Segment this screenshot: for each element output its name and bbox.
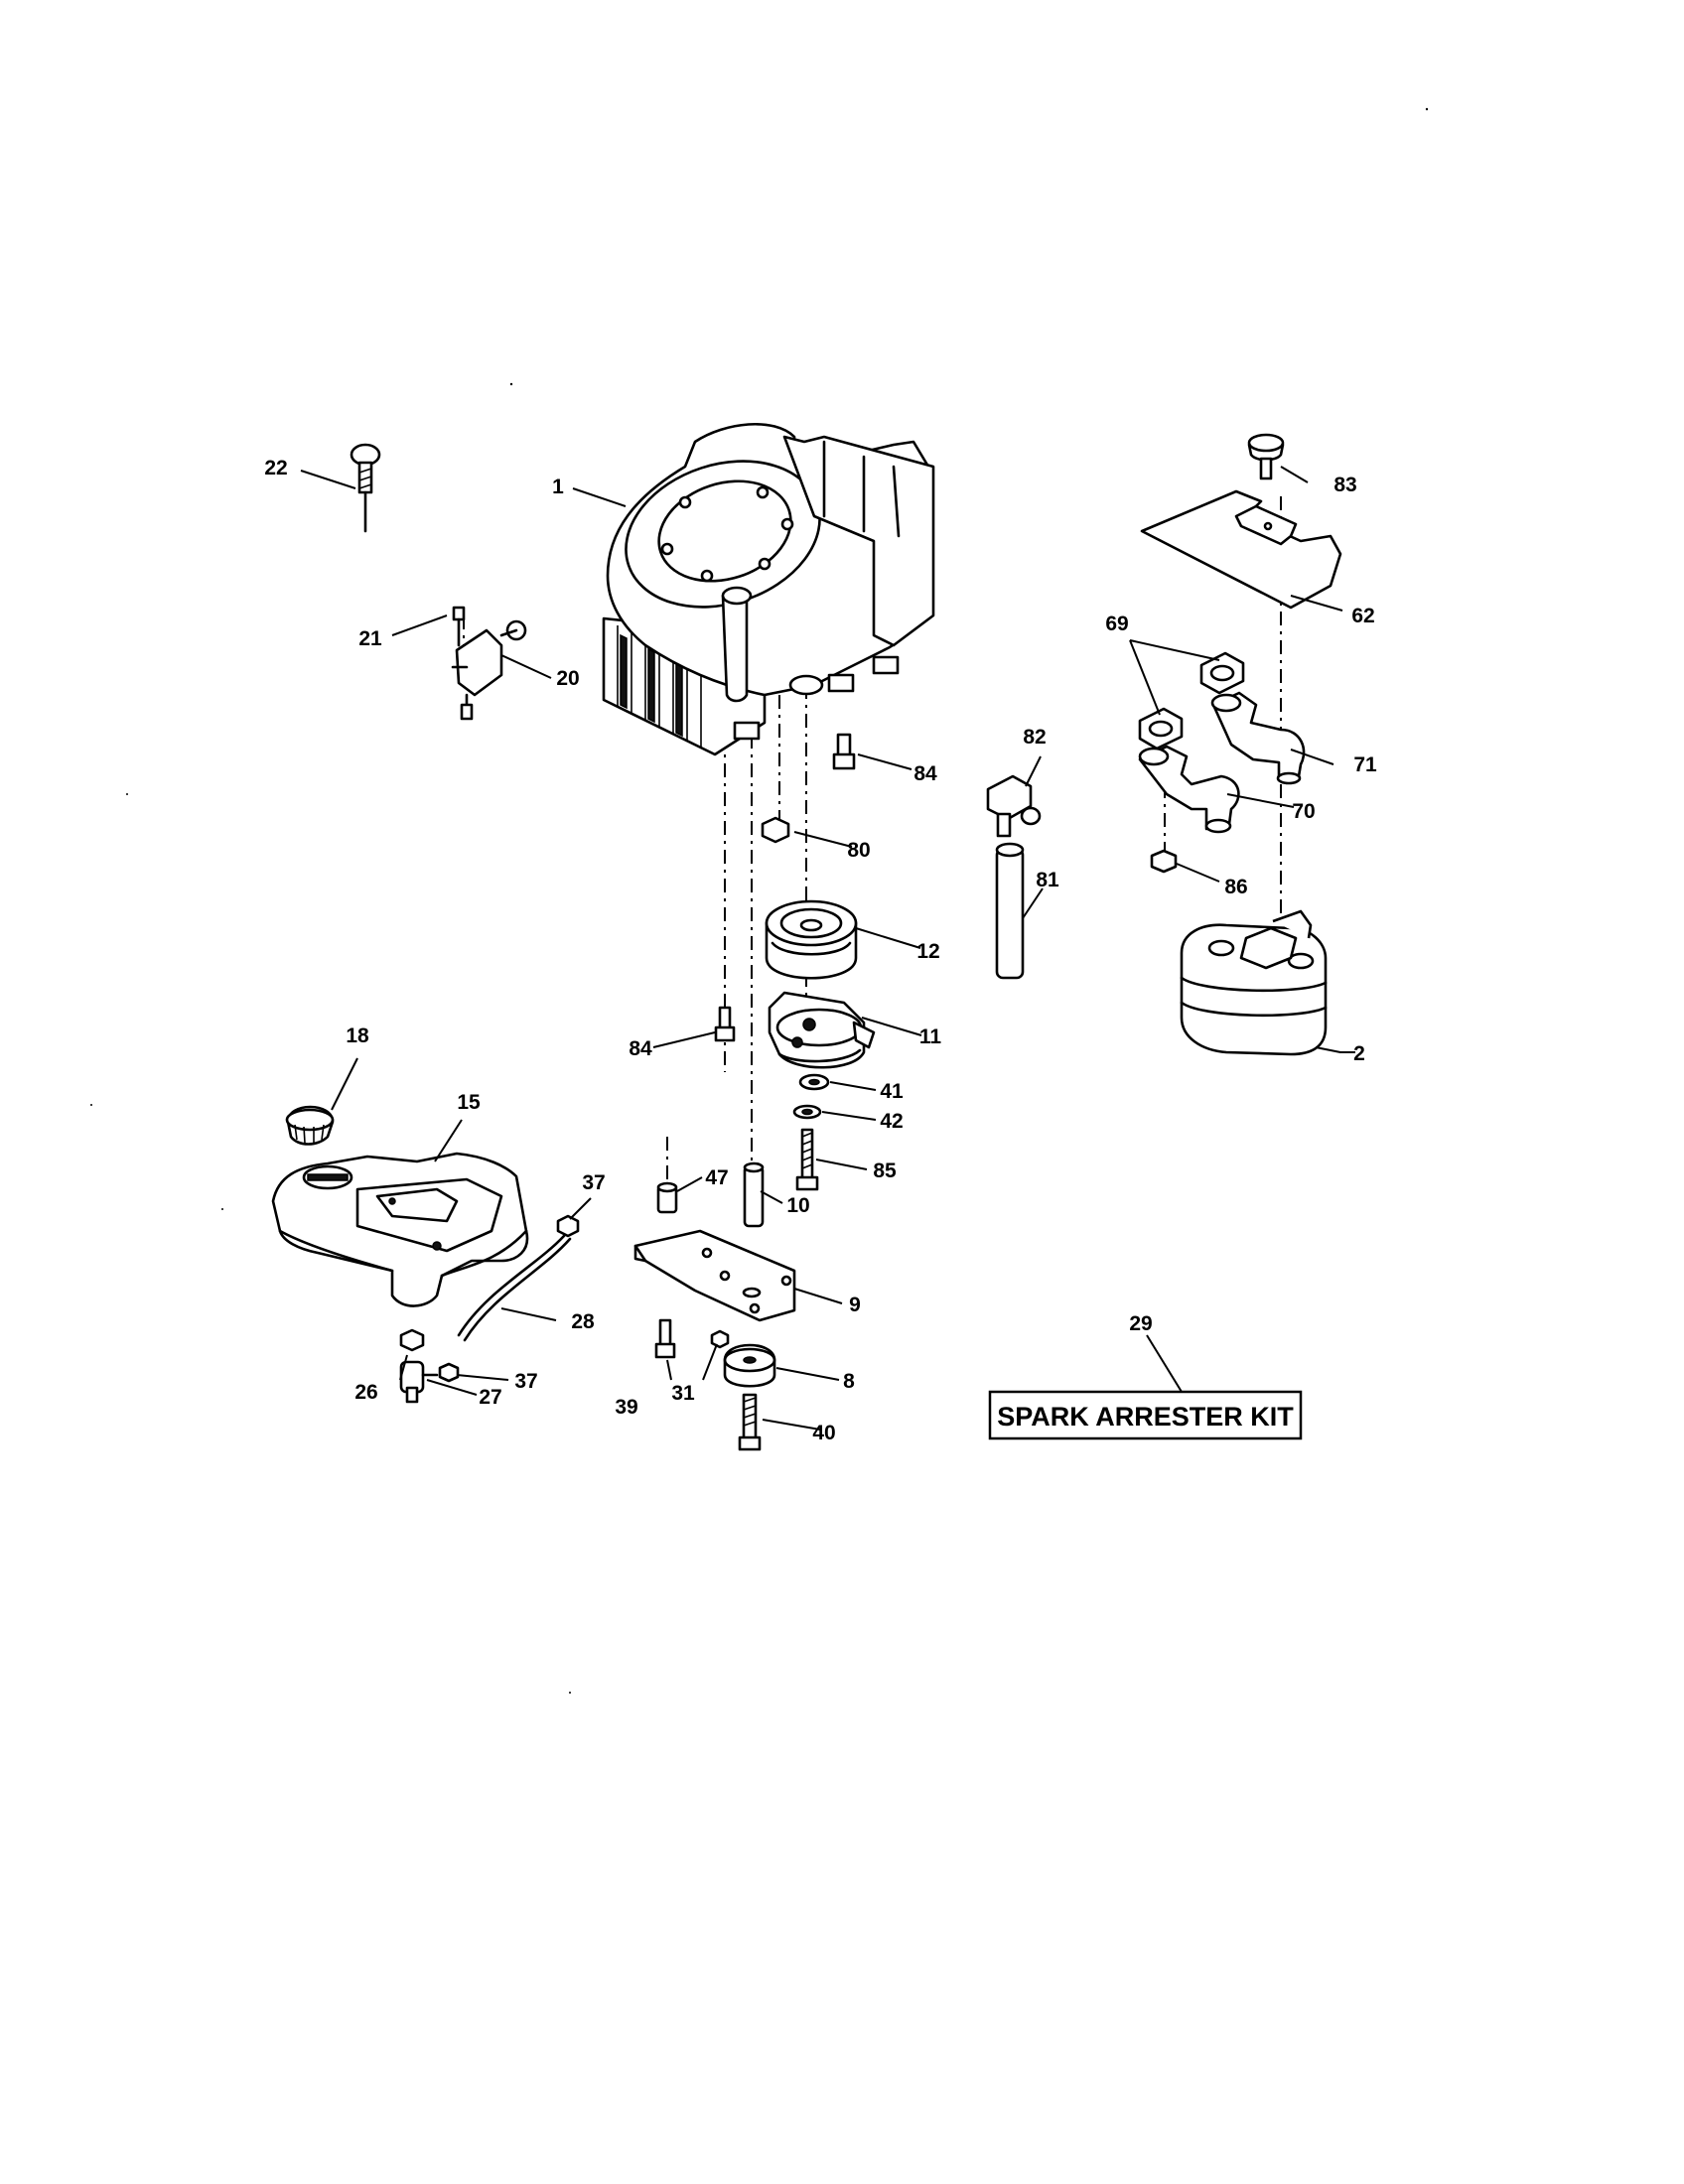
- label-71: 71: [1353, 753, 1377, 776]
- part-42-washer: [792, 1104, 822, 1120]
- label-2: 2: [1353, 1042, 1365, 1065]
- label-15: 15: [457, 1091, 481, 1114]
- part-8-idler-pulley: [723, 1343, 776, 1388]
- part-86-nut: [1150, 849, 1178, 874]
- label-86: 86: [1224, 876, 1247, 898]
- kit-box-label: SPARK ARRESTER KIT: [997, 1402, 1294, 1432]
- label-26: 26: [354, 1381, 377, 1404]
- part-69-gasket-left: [1138, 707, 1184, 751]
- part-85-bolt: [795, 1128, 819, 1191]
- label-82: 82: [1023, 726, 1046, 749]
- part-28-fuel-line: [457, 1234, 572, 1342]
- label-9: 9: [849, 1294, 861, 1316]
- label-31: 31: [671, 1382, 695, 1405]
- part-22-bolt: [350, 443, 381, 533]
- label-41: 41: [880, 1080, 904, 1103]
- part-31-nut: [710, 1329, 730, 1349]
- label-37-lower: 37: [514, 1370, 537, 1393]
- label-84-upper: 84: [913, 762, 937, 785]
- label-22: 22: [264, 457, 287, 479]
- part-82-valve: [986, 774, 1042, 838]
- part-81-tube: [995, 842, 1025, 980]
- part-69-gasket-right: [1199, 651, 1245, 695]
- part-2-muffler: [1180, 909, 1328, 1056]
- label-37-upper: 37: [582, 1171, 605, 1194]
- part-62-heat-shield: [1140, 489, 1342, 610]
- label-18: 18: [346, 1024, 369, 1047]
- label-20: 20: [556, 667, 579, 690]
- part-20-bracket: [451, 619, 527, 721]
- label-10: 10: [786, 1194, 809, 1217]
- label-21: 21: [358, 627, 382, 650]
- label-84-lower: 84: [629, 1037, 652, 1060]
- part-83-knob: [1247, 433, 1285, 480]
- label-39: 39: [615, 1396, 637, 1419]
- label-40: 40: [812, 1422, 835, 1444]
- part-37-clamp-upper: [556, 1214, 580, 1238]
- label-1: 1: [552, 476, 564, 498]
- label-69: 69: [1105, 613, 1128, 635]
- callout-labels: 22 1 83 62 69 21 20 82 84 71 70 80 81 86…: [264, 457, 1377, 1444]
- part-21-screw: [452, 606, 466, 647]
- label-12: 12: [916, 940, 939, 963]
- label-42: 42: [880, 1110, 903, 1133]
- part-71-exhaust-pipe: [1210, 691, 1306, 785]
- label-47: 47: [705, 1166, 728, 1189]
- label-80: 80: [847, 839, 870, 862]
- part-9-bracket-plate: [633, 1229, 796, 1322]
- part-12-pulley: [765, 899, 858, 980]
- part-80-nut: [761, 816, 790, 844]
- label-8: 8: [843, 1370, 855, 1393]
- engine: [602, 422, 935, 756]
- label-28: 28: [571, 1310, 595, 1333]
- part-15-fuel-tank: [271, 1152, 529, 1307]
- part-84-bolt-upper: [832, 733, 856, 770]
- part-41-washer: [798, 1073, 830, 1091]
- part-84-bolt-lower: [714, 1006, 736, 1042]
- part-10-spacer: [743, 1161, 765, 1228]
- label-81: 81: [1036, 869, 1059, 891]
- part-47-bushing: [656, 1181, 678, 1214]
- part-18-fuel-cap: [285, 1105, 335, 1146]
- label-27: 27: [479, 1386, 501, 1409]
- label-85: 85: [873, 1160, 897, 1182]
- part-11-clutch: [768, 991, 876, 1069]
- part-26-fitting: [399, 1328, 425, 1352]
- label-70: 70: [1292, 800, 1315, 823]
- part-40-bolt: [738, 1393, 762, 1451]
- label-62: 62: [1351, 605, 1374, 627]
- label-83: 83: [1333, 474, 1356, 496]
- kit-box-border: [988, 1390, 1303, 1440]
- part-37-clamp-lower: [438, 1362, 460, 1383]
- scan-specks: [90, 107, 1429, 1694]
- part-70-exhaust-pipe: [1138, 745, 1240, 834]
- spark-arrester-kit: SPARK ARRESTER KIT: [988, 1390, 1303, 1440]
- part-39-bolt: [654, 1318, 676, 1359]
- label-11: 11: [919, 1025, 942, 1048]
- leader-lines: [300, 466, 1355, 1431]
- label-29: 29: [1129, 1312, 1152, 1335]
